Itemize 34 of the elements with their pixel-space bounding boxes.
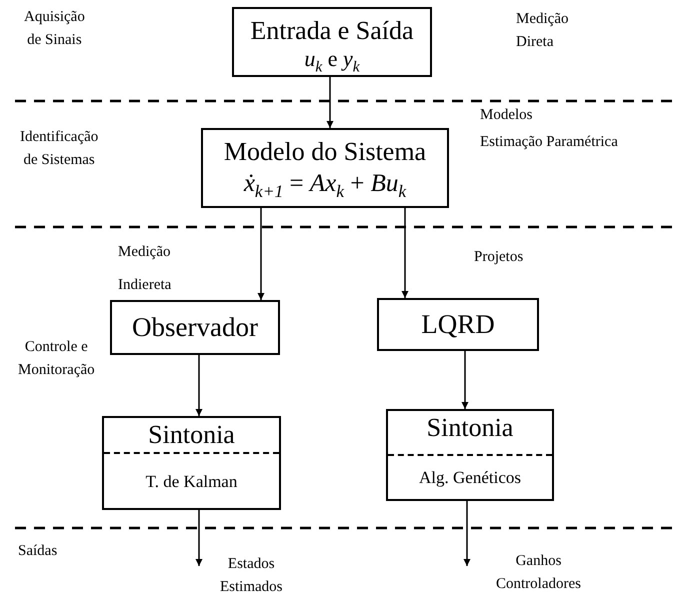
formula-text: ẋ$_{k+1}$ = Ax$_{k}$ + Bu$_{k}$ — [242, 170, 408, 202]
annotation-text: Aquisição de Sinais — [24, 8, 85, 50]
process-box — [102, 416, 281, 510]
annotation-text: Saídas — [18, 542, 58, 561]
process-box — [201, 128, 449, 208]
annotation-text: Estados Estimados — [220, 555, 282, 596]
arrow — [464, 501, 470, 566]
annotation-text: Estimação Paramétrica — [480, 133, 619, 152]
process-box — [232, 7, 432, 77]
arrow — [462, 351, 468, 409]
box-title: Sintonia — [426, 414, 514, 443]
process-box — [386, 409, 554, 501]
arrow — [258, 208, 264, 300]
box-title: Sintonia — [147, 421, 236, 450]
annotation-text: Projetos — [474, 248, 524, 267]
box-title: Observador — [131, 313, 259, 343]
arrow — [402, 208, 408, 298]
box-title: Entrada e Saída — [249, 17, 415, 46]
box-subtitle: T. de Kalman — [144, 473, 238, 492]
box-title: Modelo do Sistema — [222, 138, 428, 167]
annotation-text: Medição Direta — [516, 10, 568, 52]
box-subtitle: Alg. Genéticos — [418, 469, 522, 488]
annotation-text: Modelos — [480, 106, 534, 125]
process-box — [110, 300, 280, 355]
formula-text: u$_{k}$ e y$_{k}$ — [303, 47, 361, 76]
annotation-text: Controle e Monitoração — [18, 338, 95, 380]
annotation-text: Ganhos Controladores — [496, 552, 581, 594]
arrow — [196, 355, 202, 416]
process-box — [377, 298, 539, 351]
box-title: LQRD — [420, 310, 496, 340]
annotation-text: Medição Indiereta — [118, 243, 172, 295]
arrow — [196, 510, 202, 566]
arrow — [326, 77, 334, 128]
annotation-text: Identificação de Sistemas — [20, 128, 98, 170]
